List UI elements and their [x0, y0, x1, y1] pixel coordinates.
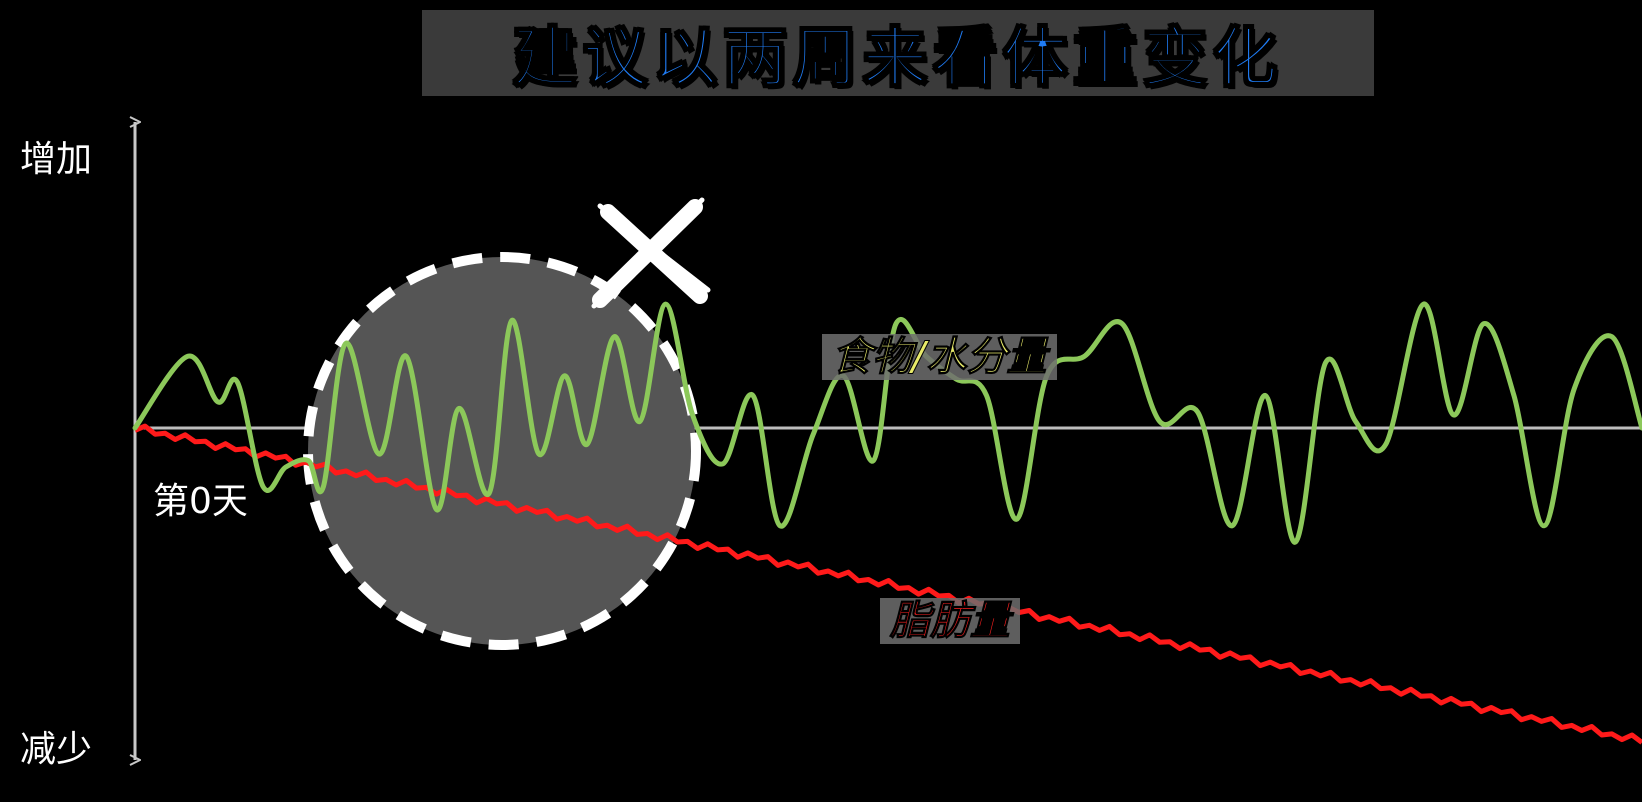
y-axis-top-label: 增加: [20, 139, 93, 180]
chart-title: 建议以两周来看体重变化: [512, 21, 1283, 97]
series-layer: [132, 301, 1642, 745]
dashed-highlight-circle: [303, 252, 701, 650]
day-zero-label: 第0天: [153, 481, 248, 522]
water-series-line: [132, 301, 1642, 545]
fat-series-label: 脂肪量: [880, 598, 1020, 645]
water-series-label: 食物/水分量: [822, 334, 1057, 381]
fat-series-line: [134, 423, 1642, 745]
y-axis-bottom-label: 减少: [20, 729, 93, 770]
title-banner: 建议以两周来看体重变化: [422, 10, 1374, 97]
x-mark-icon: [591, 197, 711, 309]
